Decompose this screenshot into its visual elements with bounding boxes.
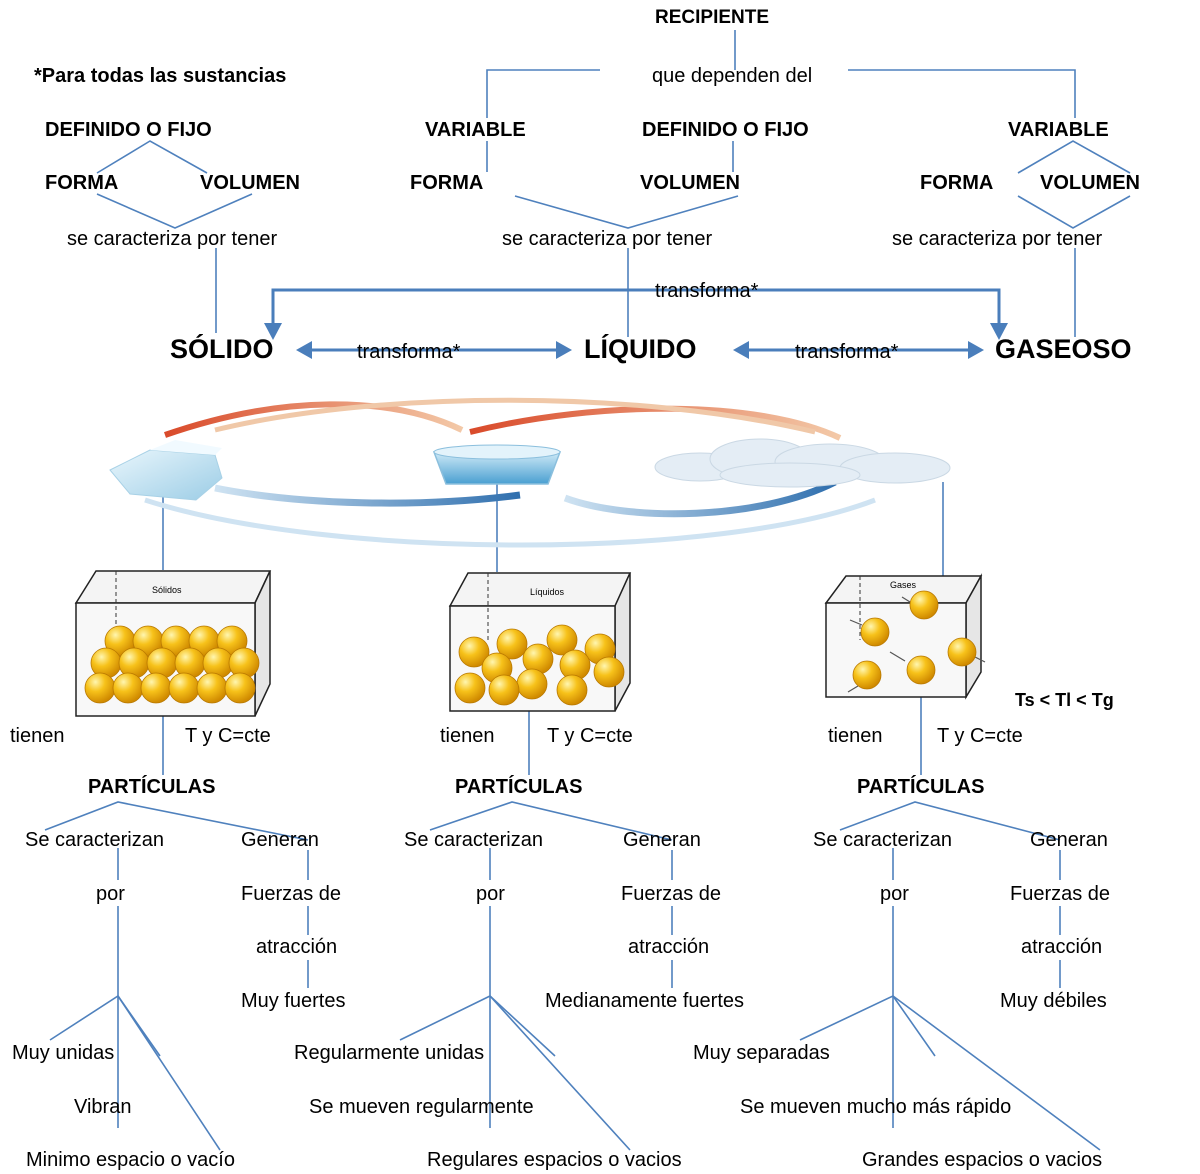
particle-sphere (947, 637, 977, 667)
liquid-particles-regular: Regularmente unidas (294, 1042, 485, 1064)
gas-large-space: Grandes espacios o vacios (862, 1149, 1103, 1171)
solid-particles-very-close: Muy unidas (12, 1042, 115, 1064)
liquid-regular-space: Regulares espacios o vacios (427, 1149, 682, 1171)
liquid-have-label: tienen (440, 725, 495, 747)
gas-force-strength: Muy débiles (1000, 990, 1107, 1012)
solid-particles-vibrate: Vibran (74, 1096, 132, 1118)
solid-particles-title: PARTÍCULAS (88, 776, 216, 798)
gas-box-label: Gases (890, 580, 917, 590)
solid-by-label: por (96, 883, 125, 905)
solid-minimal-space: Minimo espacio o vacío (26, 1149, 235, 1171)
liquid-attraction-label: atracción (628, 936, 710, 958)
particle-sphere (168, 672, 200, 704)
gas-forces-label: Fuerzas de (1010, 883, 1111, 905)
liquid-particles-move: Se mueven regularmente (309, 1096, 534, 1118)
solid-volume-label: VOLUMEN (200, 172, 300, 194)
particle-sphere (488, 674, 520, 706)
gas-particles-separated: Muy separadas (693, 1042, 830, 1064)
solid-shape-label: FORMA (45, 172, 119, 194)
gas-state-title: GASEOSO (995, 334, 1132, 364)
gas-shape-label: FORMA (920, 172, 994, 194)
solid-have-label: tienen (10, 725, 65, 747)
liquid-by-label: por (476, 883, 505, 905)
particle-sphere (84, 672, 116, 704)
recipiente-label: RECIPIENTE (655, 7, 770, 28)
liquid-box-label: Líquidos (530, 587, 565, 597)
particle-sphere (516, 668, 548, 700)
liquid-forces-label: Fuerzas de (621, 883, 722, 905)
solid-forces-label: Fuerzas de (241, 883, 342, 905)
particle-sphere (852, 660, 882, 690)
solid-characterized-label: se caracteriza por tener (67, 228, 278, 250)
transform-right-label: transforma* (795, 341, 899, 363)
solid-particle-box (74, 570, 272, 717)
gas-generate-label: Generan (1030, 829, 1108, 851)
liquid-particle-box (448, 572, 632, 712)
liquid-characterized-label: se caracteriza por tener (502, 228, 713, 250)
particle-sphere (454, 672, 486, 704)
particle-sphere (546, 624, 578, 656)
gas-particle-box (824, 573, 986, 700)
liquid-shape-label: FORMA (410, 172, 484, 194)
particle-sphere (496, 628, 528, 660)
particle-sphere (112, 672, 144, 704)
solid-box-label: Sólidos (152, 585, 182, 595)
particle-sphere (906, 655, 936, 685)
liquid-force-strength: Medianamente fuertes (545, 990, 745, 1012)
particle-sphere (860, 617, 890, 647)
liquid-particles-title: PARTÍCULAS (455, 776, 583, 798)
liquid-characterized-by: Se caracterizan (404, 829, 543, 851)
gas-have-label: tienen (828, 725, 883, 747)
liquid-generate-label: Generan (623, 829, 701, 851)
gas-particles-title: PARTÍCULAS (857, 776, 985, 798)
gas-temp-pressure: T y C=cte (937, 725, 1023, 747)
gas-characterized-by: Se caracterizan (813, 829, 952, 851)
particle-sphere (593, 656, 625, 688)
note-all-substances: *Para todas las sustancias (34, 65, 287, 87)
solid-volume-fixed: DEFINIDO O FIJO (45, 119, 212, 141)
liquid-volume-fixed: DEFINIDO O FIJO (642, 119, 809, 141)
solid-attraction-label: atracción (256, 936, 338, 958)
gas-particles-fast: Se mueven mucho más rápido (740, 1096, 1012, 1118)
gas-volume-label: VOLUMEN (1040, 172, 1140, 194)
liquid-temp-pressure: T y C=cte (547, 725, 633, 747)
gas-by-label: por (880, 883, 909, 905)
tree-lines (44, 30, 1131, 1151)
gas-attraction-label: atracción (1021, 936, 1103, 958)
gas-characterized-label: se caracteriza por tener (892, 228, 1103, 250)
temperature-comparison: Ts < Tl < Tg (1015, 690, 1114, 710)
solid-force-strength: Muy fuertes (241, 990, 346, 1012)
liquid-state-title: LÍQUIDO (584, 334, 697, 364)
particle-sphere (224, 672, 256, 704)
depend-label: que dependen del (652, 65, 813, 87)
particle-sphere (140, 672, 172, 704)
transform-arrows (264, 288, 1008, 359)
transform-left-label: transforma* (357, 341, 461, 363)
particle-sphere (458, 636, 490, 668)
phase-change-illustration (109, 397, 951, 548)
liquid-volume-label: VOLUMEN (640, 172, 740, 194)
particle-sphere (556, 674, 588, 706)
particle-sphere (909, 590, 939, 620)
solid-state-title: SÓLIDO (170, 334, 274, 364)
solid-temp-pressure: T y C=cte (185, 725, 271, 747)
particle-sphere (196, 672, 228, 704)
liquid-shape-variable: VARIABLE (425, 119, 526, 141)
gas-variable-label: VARIABLE (1008, 119, 1109, 141)
transform-top-label: transforma* (655, 280, 759, 302)
solid-generate-label: Generan (241, 829, 319, 851)
solid-characterized-by: Se caracterizan (25, 829, 164, 851)
